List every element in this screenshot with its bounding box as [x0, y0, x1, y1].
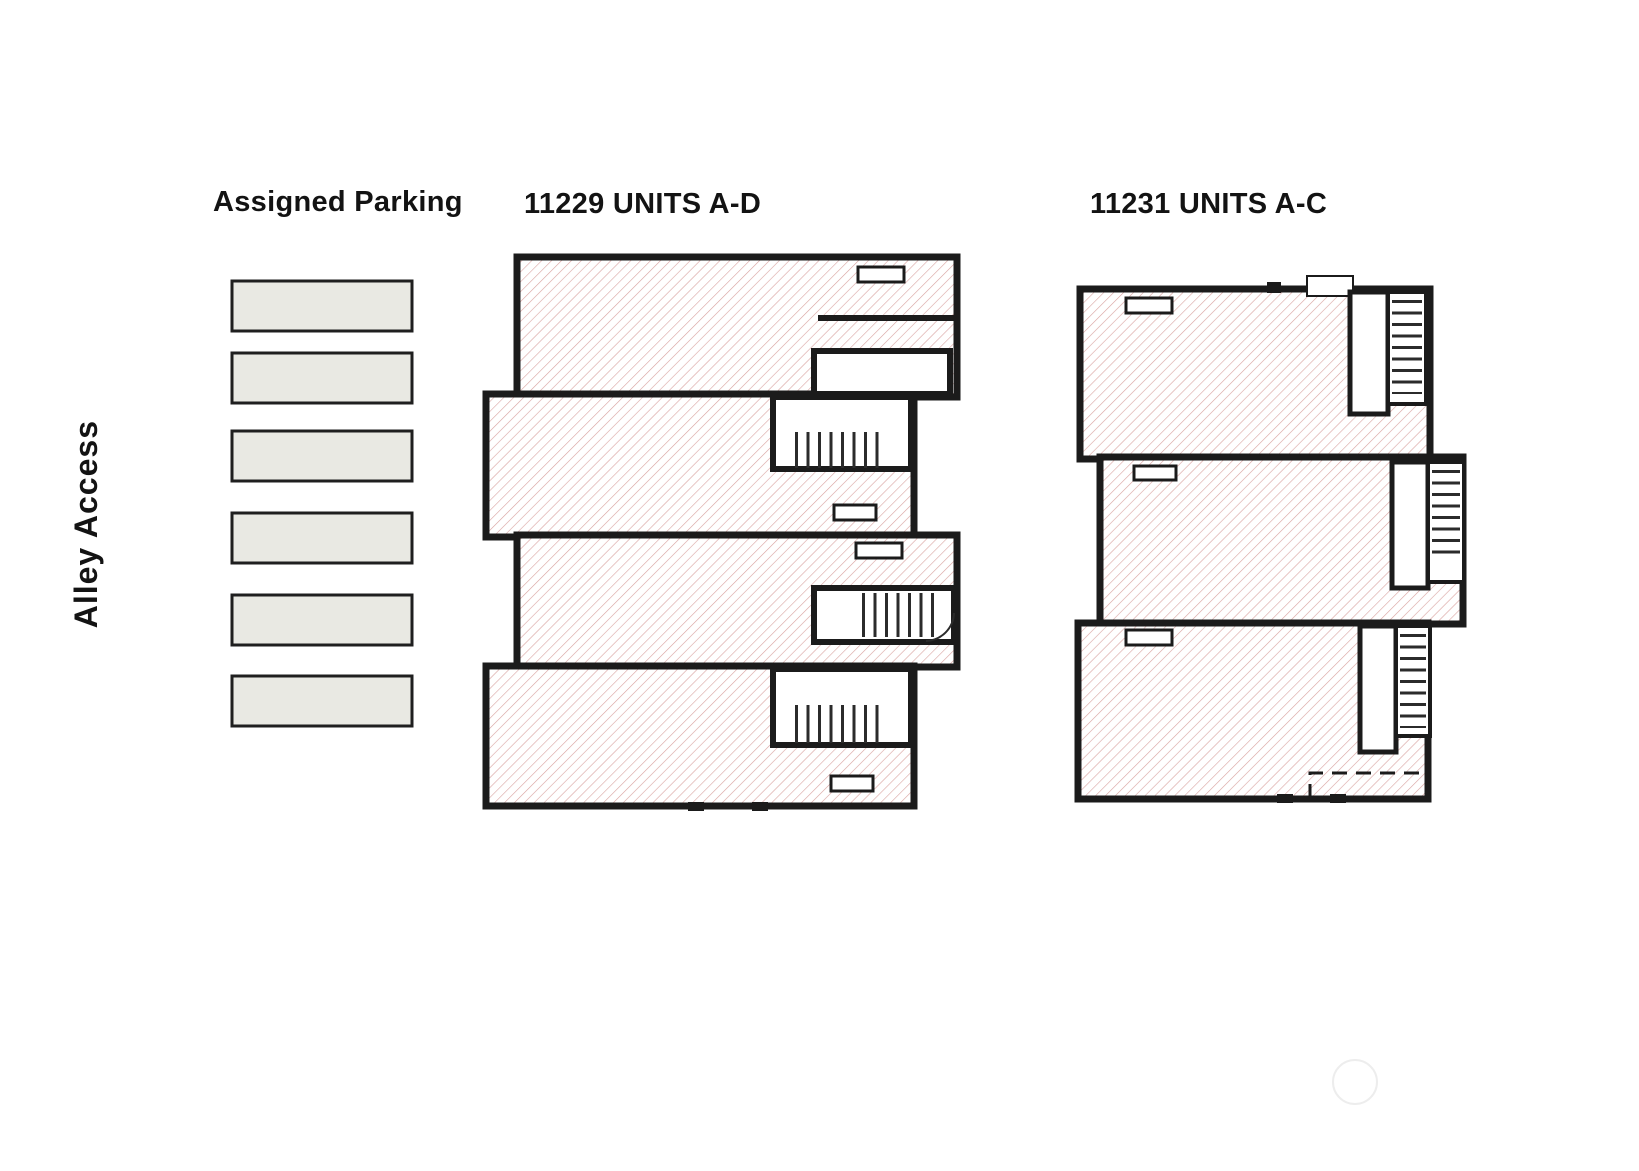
stair-shaft — [1389, 459, 1431, 591]
parking-stall — [230, 429, 414, 483]
watermark-circle — [1332, 1059, 1378, 1105]
window-marker — [1124, 296, 1174, 315]
stair-shaft — [1357, 623, 1399, 755]
parking-stall — [230, 279, 414, 333]
porch-dashed-outline — [1308, 771, 1424, 799]
parking-stall — [230, 593, 414, 647]
window-marker — [856, 265, 906, 284]
stair-shaft — [1347, 289, 1391, 417]
entry-door — [1306, 275, 1354, 297]
door-threshold — [1330, 794, 1346, 803]
door-threshold — [1267, 282, 1281, 293]
parking-stall — [230, 351, 414, 405]
door-threshold — [688, 802, 704, 811]
assigned-parking-stalls — [230, 279, 414, 728]
building-11231-label: 11231 UNITS A-C — [1090, 188, 1328, 220]
door-threshold — [1277, 794, 1293, 803]
window-marker — [832, 503, 878, 522]
building-11229-label: 11229 UNITS A-D — [524, 188, 762, 220]
entry-landing — [811, 348, 953, 397]
window-marker — [1124, 628, 1174, 647]
parking-stall — [230, 511, 414, 565]
window-marker — [829, 774, 875, 793]
assigned-parking-label: Assigned Parking — [213, 186, 463, 218]
alley-access-label: Alley Access — [68, 420, 104, 629]
building-11231 — [1074, 275, 1467, 803]
window-marker — [854, 541, 904, 560]
window-marker — [1132, 464, 1178, 482]
door-swing-arc — [925, 612, 955, 642]
building-11229 — [482, 253, 961, 811]
door-threshold — [752, 802, 768, 811]
stair-shaft — [1426, 460, 1466, 584]
parking-stall — [230, 674, 414, 728]
